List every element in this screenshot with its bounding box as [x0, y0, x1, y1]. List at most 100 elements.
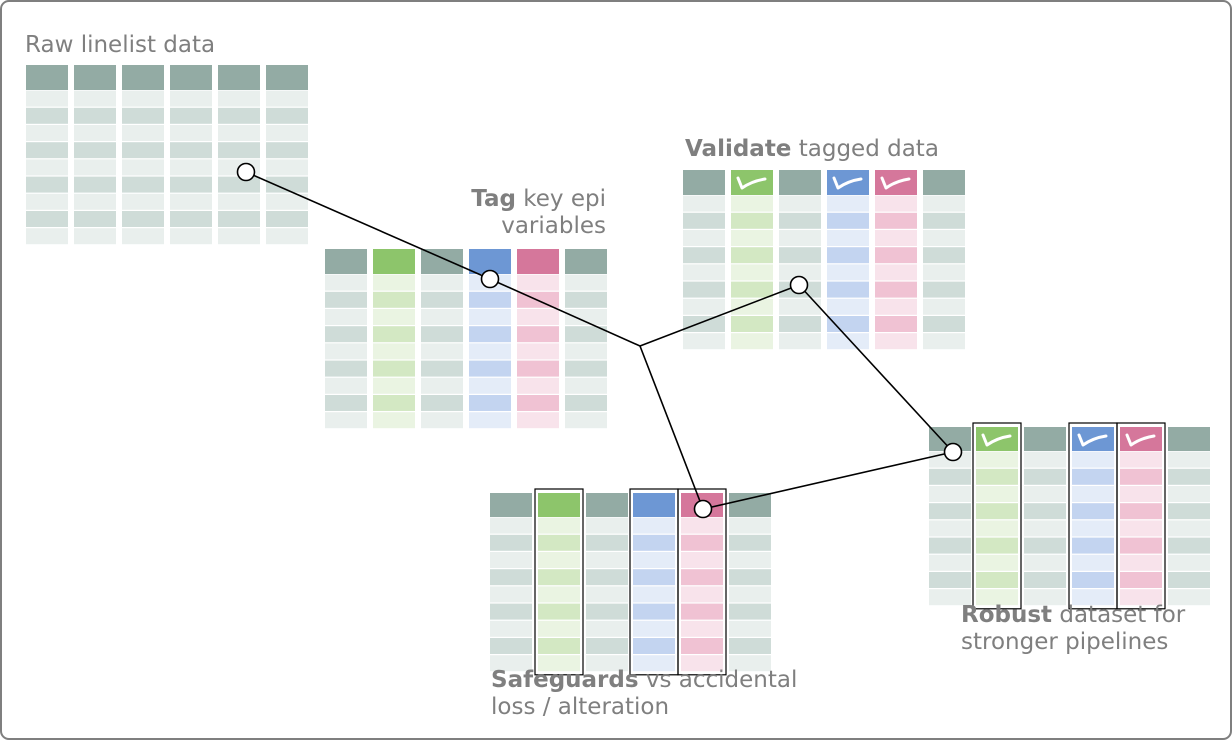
- table-cell: [565, 274, 607, 291]
- table-cell: [1024, 554, 1066, 571]
- label-safeguards-bold: Safeguards: [491, 667, 639, 693]
- table-cell: [683, 281, 725, 298]
- table-raw-column-5: [266, 65, 308, 245]
- table-cell: [218, 211, 260, 227]
- table-cell: [490, 586, 532, 603]
- table-cell: [517, 412, 559, 429]
- column-header: [565, 249, 607, 274]
- table-cell: [586, 552, 628, 568]
- table-cell: [421, 274, 463, 291]
- table-cell: [325, 360, 367, 377]
- table-cell: [1024, 589, 1066, 606]
- column-header: [1024, 427, 1066, 451]
- table-cell: [827, 281, 869, 298]
- table-cell: [266, 228, 308, 245]
- table-robust-column-5: [1168, 427, 1210, 606]
- table-cell: [1120, 486, 1162, 502]
- column-header: [490, 493, 532, 517]
- table-validate-column-4: [875, 170, 917, 350]
- connector-line: [489, 278, 641, 347]
- table-cell: [683, 333, 725, 350]
- table-cell: [779, 316, 821, 332]
- table-cell: [266, 159, 308, 176]
- table-cell: [373, 395, 415, 411]
- table-cell: [325, 274, 367, 291]
- table-cell: [729, 534, 771, 551]
- table-cell: [218, 228, 260, 245]
- table-robust-column-3: [1068, 422, 1118, 610]
- table-cell: [731, 316, 773, 332]
- table-cell: [565, 412, 607, 429]
- table-cell: [1168, 468, 1210, 485]
- table-cell: [683, 298, 725, 315]
- column-header: [325, 249, 367, 274]
- table-cell: [170, 142, 212, 159]
- connector-line: [702, 451, 954, 510]
- table-cell: [490, 620, 532, 637]
- table-cell: [827, 247, 869, 264]
- table-raw-column-0: [26, 65, 68, 245]
- table-cell: [875, 264, 917, 281]
- table-raw-column-4: [218, 65, 260, 245]
- table-cell: [325, 309, 367, 325]
- table-cell: [325, 395, 367, 411]
- table-cell: [929, 486, 971, 502]
- table-tag-column-0: [325, 249, 367, 429]
- table-cell: [122, 142, 164, 159]
- table-cell: [1120, 468, 1162, 485]
- table-cell: [266, 107, 308, 124]
- table-cell: [976, 537, 1018, 554]
- column-header: [683, 170, 725, 195]
- table-tag: [325, 249, 607, 429]
- table-cell: [1072, 486, 1114, 502]
- table-cell: [827, 333, 869, 350]
- table-cell: [976, 451, 1018, 468]
- column-header: [586, 493, 628, 517]
- table-cell: [517, 360, 559, 377]
- table-cell: [74, 142, 116, 159]
- table-cell: [266, 142, 308, 159]
- table-cell: [681, 517, 723, 534]
- table-cell: [929, 554, 971, 571]
- label-robust-bold: Robust: [961, 602, 1053, 628]
- table-cell: [469, 343, 511, 360]
- table-cell: [170, 176, 212, 193]
- table-cell: [1120, 503, 1162, 520]
- table-cell: [681, 534, 723, 551]
- label-safeguards-line1: Safeguards vs accidental: [491, 667, 797, 694]
- table-cell: [517, 309, 559, 325]
- column-header: [517, 249, 559, 274]
- table-cell: [976, 486, 1018, 502]
- table-cell: [633, 638, 675, 654]
- table-cell: [929, 503, 971, 520]
- protected-column-box: [972, 422, 1022, 610]
- table-safeguard-column-4: [677, 488, 727, 676]
- label-safeguards-rest1: vs accidental: [638, 667, 798, 693]
- table-cell: [490, 638, 532, 654]
- table-cell: [538, 638, 580, 654]
- table-cell: [469, 360, 511, 377]
- table-cell: [976, 503, 1018, 520]
- table-cell: [538, 655, 580, 672]
- table-cell: [586, 517, 628, 534]
- table-cell: [875, 230, 917, 246]
- table-cell: [565, 309, 607, 325]
- table-cell: [633, 517, 675, 534]
- table-cell: [929, 537, 971, 554]
- label-tag-rest1: key epi: [515, 186, 606, 212]
- table-cell: [827, 264, 869, 281]
- table-cell: [779, 264, 821, 281]
- table-cell: [1120, 451, 1162, 468]
- table-cell: [26, 90, 68, 107]
- table-cell: [421, 395, 463, 411]
- table-cell: [26, 107, 68, 124]
- table-validate: [683, 170, 965, 350]
- connector-node: [693, 499, 713, 519]
- table-cell: [976, 554, 1018, 571]
- table-cell: [122, 125, 164, 141]
- table-robust: [929, 422, 1210, 610]
- table-cell: [565, 360, 607, 377]
- table-cell: [170, 125, 212, 141]
- table-cell: [373, 291, 415, 308]
- table-safeguard-column-1: [534, 488, 584, 676]
